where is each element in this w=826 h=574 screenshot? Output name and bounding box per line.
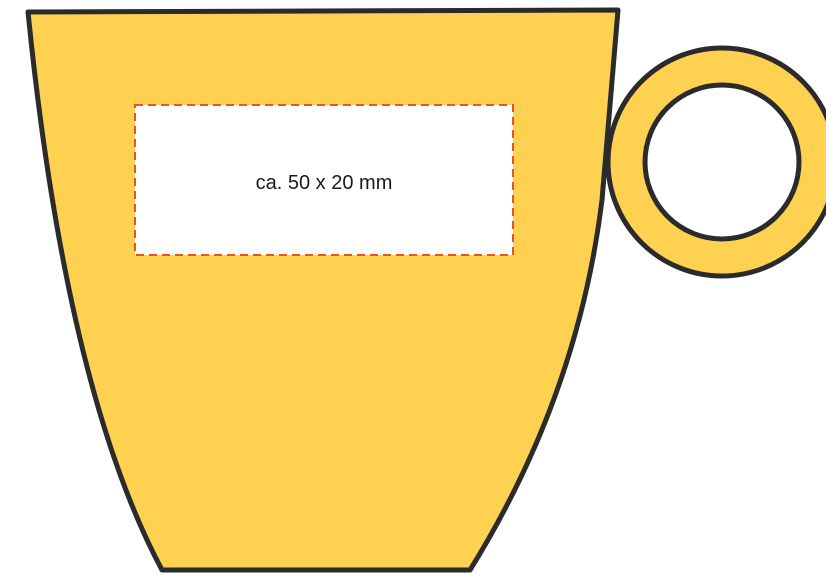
handle-inner-hole [645,85,799,239]
print-area-label: ca. 50 x 20 mm [256,172,393,194]
cup-body [28,10,618,570]
